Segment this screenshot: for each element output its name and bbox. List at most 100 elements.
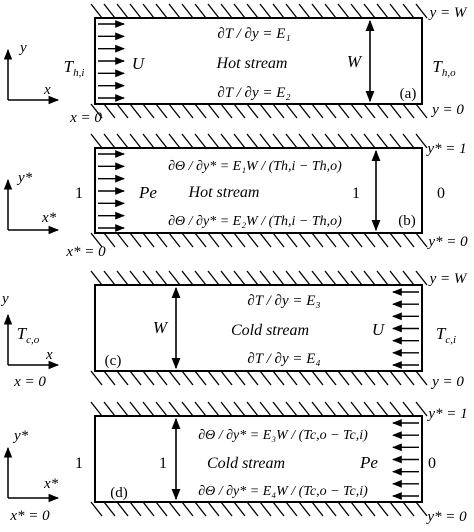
hatch-stroke: [376, 133, 389, 149]
hatch-stroke: [311, 270, 324, 286]
panel-tag-d: (d): [110, 485, 128, 501]
stream-name-d: Cold stream: [207, 455, 285, 472]
inlet-temp-b: 1: [75, 185, 83, 202]
outlet-temp-d: 1: [75, 455, 83, 472]
hatch-stroke: [220, 501, 233, 517]
hatch-stroke: [350, 3, 363, 19]
channel-b: [94, 147, 423, 234]
hatch-stroke: [272, 133, 285, 149]
hatch-stroke: [90, 133, 103, 149]
hatch-stroke: [259, 501, 272, 517]
hatch-stroke: [116, 103, 129, 119]
axis-y-label-a: y: [18, 40, 27, 56]
hatch-stroke: [233, 270, 246, 286]
hatch-stroke: [324, 501, 337, 517]
outlet-temp-b: 0: [437, 185, 445, 202]
hatch-stroke: [168, 232, 181, 248]
hatch-stroke: [285, 103, 298, 119]
panel-tag-c: (c): [105, 353, 122, 369]
hatch-stroke: [363, 401, 376, 417]
hatch-stroke: [194, 401, 207, 417]
hatch-stroke: [90, 103, 103, 119]
hatch-stroke: [389, 133, 402, 149]
hatch-stroke: [90, 270, 103, 286]
hatch-stroke: [311, 401, 324, 417]
hatch-stroke: [350, 401, 363, 417]
hatch-stroke: [233, 370, 246, 386]
hatch-stroke: [350, 133, 363, 149]
hatch-stroke: [246, 232, 259, 248]
hatch-stroke: [194, 103, 207, 119]
hatch-stroke: [90, 501, 103, 517]
hatch-stroke: [233, 501, 246, 517]
hatch-stroke: [142, 3, 155, 19]
hatch-stroke: [181, 133, 194, 149]
hatch-stroke: [129, 3, 142, 19]
hatch-stroke: [207, 370, 220, 386]
hatch-stroke: [402, 501, 415, 517]
hatch-stroke: [285, 370, 298, 386]
hatch-stroke: [259, 270, 272, 286]
stream-name-a: Hot stream: [216, 55, 288, 72]
hatch-stroke: [233, 103, 246, 119]
hatch-stroke: [246, 133, 259, 149]
hatch-stroke: [272, 370, 285, 386]
inflow-arrows-c: [392, 288, 419, 369]
hatch-stroke: [207, 232, 220, 248]
hatch-stroke: [350, 501, 363, 517]
hatch-stroke: [116, 133, 129, 149]
hatch-stroke: [246, 270, 259, 286]
hatch-stroke: [220, 3, 233, 19]
hatch-stroke: [181, 3, 194, 19]
hatch-stroke: [129, 133, 142, 149]
axis-x-label-c: x: [45, 347, 53, 363]
inlet-temp-d: 0: [428, 455, 436, 472]
velocity-a: U: [132, 54, 146, 73]
hatch-stroke: [142, 401, 155, 417]
hatch-stroke: [168, 103, 181, 119]
hatch-stroke: [233, 401, 246, 417]
hatch-stroke: [415, 103, 428, 119]
hatch-stroke: [363, 133, 376, 149]
hatch-stroke: [259, 103, 272, 119]
hatch-stroke: [142, 103, 155, 119]
hatch-stroke: [168, 401, 181, 417]
hatch-stroke: [298, 103, 311, 119]
inflow-arrows-b: [98, 150, 125, 232]
hatch-stroke: [324, 370, 337, 386]
hatch-stroke: [376, 232, 389, 248]
hatch-stroke: [389, 3, 402, 19]
hatch-stroke: [259, 3, 272, 19]
hatch-stroke: [142, 232, 155, 248]
y-bottom-a: y = 0: [430, 102, 464, 118]
hatch-bottom-a: [90, 103, 428, 119]
hatch-bottom-d: [90, 501, 428, 517]
hatch-stroke: [142, 370, 155, 386]
hatch-stroke: [168, 270, 181, 286]
inflow-arrows-a: [98, 20, 125, 102]
x-origin-d: x* = 0: [9, 508, 50, 524]
y-top-c: y = W: [428, 271, 468, 287]
hatch-stroke: [298, 232, 311, 248]
hatch-stroke: [155, 232, 168, 248]
hatch-stroke: [103, 103, 116, 119]
hatch-stroke: [103, 370, 116, 386]
axis-y-label-d: y*: [12, 428, 29, 444]
hatch-stroke: [298, 370, 311, 386]
hatch-stroke: [220, 133, 233, 149]
hatch-stroke: [181, 270, 194, 286]
hatch-stroke: [129, 501, 142, 517]
hatch-stroke: [90, 232, 103, 248]
bc-top-c: ∂T / ∂y = E₃: [247, 293, 320, 309]
hatch-stroke: [90, 3, 103, 19]
hatch-stroke: [311, 232, 324, 248]
hatch-stroke: [285, 232, 298, 248]
hatch-stroke: [285, 133, 298, 149]
hatch-stroke: [298, 133, 311, 149]
hatch-stroke: [272, 401, 285, 417]
hatch-stroke: [181, 501, 194, 517]
hatch-stroke: [389, 401, 402, 417]
hatch-stroke: [402, 103, 415, 119]
outlet-temp-c: Tc,o: [17, 324, 40, 346]
